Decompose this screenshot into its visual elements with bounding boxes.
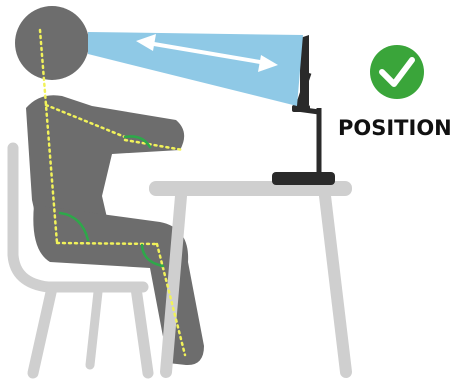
position-label: POSITION	[338, 115, 459, 141]
view-cone	[88, 32, 303, 106]
stand-base	[272, 172, 335, 185]
stand-clamp	[292, 105, 310, 112]
chair-leg-middle	[90, 292, 98, 365]
chair-leg-back	[33, 288, 52, 373]
chair-leg-front	[136, 288, 148, 373]
check-circle-icon	[370, 45, 424, 99]
table-leg-right	[325, 196, 346, 372]
person-head	[15, 6, 89, 80]
